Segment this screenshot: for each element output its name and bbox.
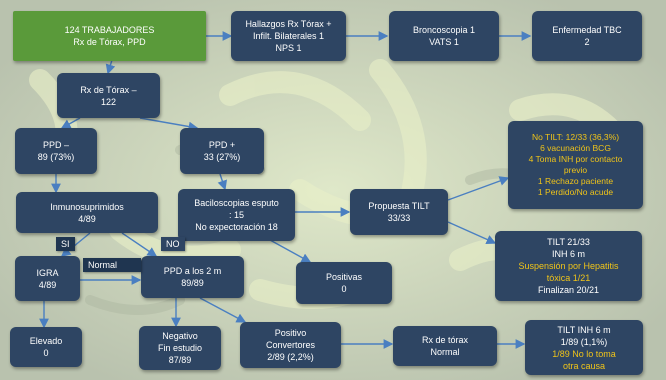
- node-hallazgos-line1: Hallazgos Rx Tórax +: [245, 19, 332, 29]
- node-tilt-inh-line3: 1/89 No lo toma: [552, 348, 616, 359]
- node-ppd-2m: PPD a los 2 m 89/89: [141, 256, 244, 298]
- node-tilt-inh-line2: 1/89 (1,1%): [560, 336, 608, 347]
- node-ppd-pos-line1: PPD +: [208, 140, 236, 150]
- node-tilt-line2: INH 6 m: [551, 249, 585, 259]
- node-positivo-line1: Positivo: [274, 328, 307, 338]
- node-hallazgos-line3: NPS 1: [275, 43, 302, 53]
- node-trabajadores: 124 TRABAJADORES Rx de Tórax, PPD: [13, 11, 206, 61]
- arrow-bacilo-positivas: [269, 239, 312, 263]
- node-tilt-line4: tóxica 1/21: [546, 273, 591, 283]
- node-rx-torax-line1: Rx de Tórax –: [80, 84, 137, 95]
- node-no-tilt-line5: 1 Rechazo paciente: [537, 176, 614, 186]
- node-enfermedad-line2: 2: [584, 37, 590, 47]
- node-no-tilt-line2: 6 vacunación BCG: [540, 143, 611, 153]
- node-ppd-neg: PPD – 89 (73%): [15, 128, 97, 174]
- node-positivas-line2: 0: [341, 284, 347, 294]
- node-positivo-line2: Convertores: [265, 340, 316, 350]
- arrow-inmuno-ppd2m: [121, 232, 158, 257]
- node-tilt-line3: Suspensión por Hepatitis: [518, 261, 619, 271]
- arrow-inmuno-igra: [60, 232, 91, 257]
- node-propuesta-tilt: Propuesta TILT 33/33: [350, 189, 448, 235]
- node-tilt-line1: TILT 21/33: [547, 237, 590, 247]
- node-tilt-inh-line1: TILT INH 6 m: [557, 324, 611, 335]
- node-baciloscopias: Baciloscopias esputo : 15 No expectoraci…: [178, 189, 295, 241]
- node-positivas: Positivas 0: [296, 262, 392, 304]
- node-negativo-line1: Negativo: [162, 331, 198, 341]
- node-rx-normal-line2: Normal: [430, 347, 460, 357]
- node-propuesta-tilt-line1: Propuesta TILT: [368, 201, 430, 211]
- node-igra-line1: IGRA: [36, 267, 59, 278]
- node-no-tilt-line3: 4 Toma INH por contacto: [528, 154, 623, 164]
- arrow-start-rx: [105, 59, 116, 75]
- arrow-ppdpos-bacilo: [217, 173, 227, 191]
- arrow-propuesta-tilt: [447, 221, 497, 245]
- node-rx-normal: Rx de tórax Normal: [393, 326, 497, 366]
- node-ppd-neg-line1: PPD –: [42, 140, 69, 150]
- node-negativo: Negativo Fin estudio 87/89: [139, 326, 221, 370]
- node-positivo-line3: 2/89 (2,2%): [267, 352, 314, 362]
- node-enfermedad: Enfermedad TBC 2: [532, 11, 642, 61]
- node-inmunosuprimidos-line1: Inmunosuprimidos: [50, 201, 124, 212]
- label-no: NO: [161, 237, 185, 251]
- node-broncoscopia-line2: VATS 1: [429, 37, 459, 47]
- node-elevado-line1: Elevado: [29, 336, 63, 346]
- node-no-tilt-line6: 1 Perdido/No acude: [537, 187, 614, 197]
- node-no-tilt-line4: previo: [563, 165, 588, 175]
- node-ppd-2m-line1: PPD a los 2 m: [163, 266, 222, 276]
- node-propuesta-tilt-line2: 33/33: [387, 213, 411, 223]
- node-hallazgos-line2: Infilt. Bilaterales 1: [252, 31, 325, 41]
- arrow-rx-ppdneg: [60, 117, 81, 129]
- node-ppd-2m-line2: 89/89: [181, 278, 204, 288]
- node-ppd-pos: PPD + 33 (27%): [180, 128, 264, 174]
- node-inmunosuprimidos-line2: 4/89: [78, 213, 96, 224]
- node-no-tilt-line1: No TILT: 12/33 (36,3%): [531, 132, 620, 142]
- node-positivas-line1: Positivas: [325, 272, 362, 282]
- node-rx-torax: Rx de Tórax – 122: [57, 73, 160, 118]
- node-tilt-inh: TILT INH 6 m 1/89 (1,1%) 1/89 No lo toma…: [525, 320, 643, 375]
- node-inmunosuprimidos: Inmunosuprimidos 4/89: [16, 192, 158, 233]
- node-broncoscopia: Broncoscopia 1 VATS 1: [389, 11, 499, 61]
- node-rx-torax-line2: 122: [100, 96, 117, 107]
- node-broncoscopia-line1: Broncoscopia 1: [412, 25, 476, 35]
- node-trabajadores-line2: Rx de Tórax, PPD: [73, 37, 146, 47]
- node-trabajadores-line1: 124 TRABAJADORES: [64, 25, 155, 35]
- node-ppd-pos-line2: 33 (27%): [203, 152, 241, 162]
- node-rx-normal-line1: Rx de tórax: [421, 335, 469, 345]
- arrow-rx-ppdpos: [139, 117, 199, 132]
- node-positivo: Positivo Convertores 2/89 (2,2%): [240, 322, 341, 368]
- node-baciloscopias-line1: Baciloscopias esputo: [194, 198, 279, 208]
- node-tilt: TILT 21/33 INH 6 m Suspensión por Hepati…: [495, 231, 642, 301]
- node-negativo-line3: 87/89: [168, 355, 192, 365]
- node-baciloscopias-line2: : 15: [228, 210, 244, 220]
- node-enfermedad-line1: Enfermedad TBC: [552, 25, 622, 35]
- node-igra-line2: 4/89: [38, 279, 57, 290]
- arrow-ppd2m-positivo: [199, 297, 247, 323]
- node-elevado: Elevado 0: [10, 327, 82, 367]
- arrow-propuesta-notilt: [447, 176, 510, 201]
- label-si: SI: [56, 237, 75, 251]
- node-tilt-inh-line4: otra causa: [562, 360, 606, 371]
- node-negativo-line2: Fin estudio: [157, 343, 203, 353]
- node-tilt-line5: Finalizan 20/21: [537, 285, 600, 295]
- node-no-tilt: No TILT: 12/33 (36,3%) 6 vacunación BCG …: [508, 121, 643, 209]
- label-normal: Normal: [83, 258, 141, 272]
- node-elevado-line2: 0: [43, 348, 49, 358]
- node-ppd-neg-line2: 89 (73%): [37, 152, 75, 162]
- node-hallazgos: Hallazgos Rx Tórax + Infilt. Bilaterales…: [231, 11, 346, 61]
- node-igra: IGRA 4/89: [15, 256, 80, 301]
- node-baciloscopias-line3: No expectoración 18: [195, 222, 278, 232]
